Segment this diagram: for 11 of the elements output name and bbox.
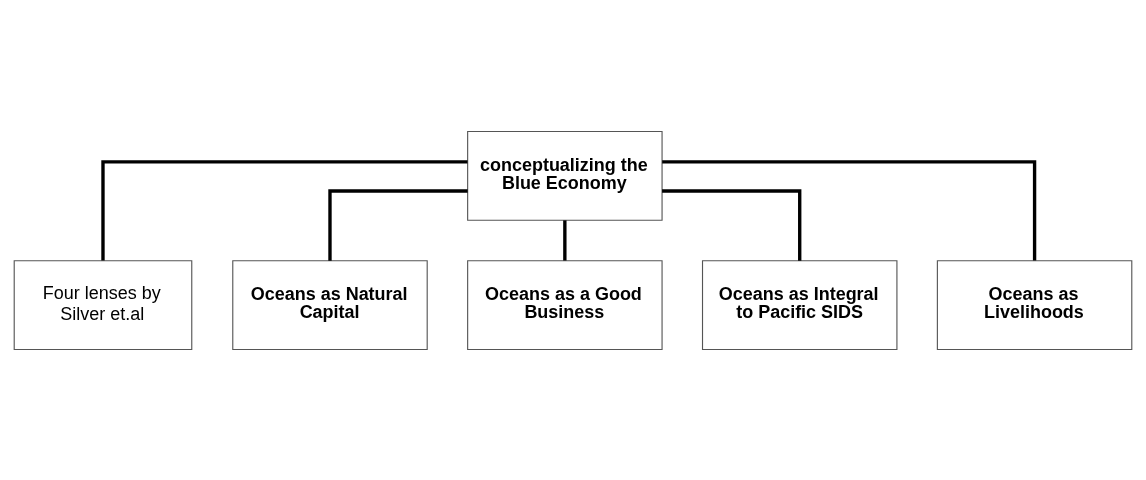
node-box: Four lenses by Silver et.al	[13, 259, 193, 350]
node-box: Oceans as Natural Capital	[232, 259, 428, 350]
connector	[662, 159, 1037, 261]
node-box: Oceans as Livelihoods	[936, 259, 1133, 350]
connector	[563, 219, 567, 261]
connector	[328, 188, 468, 261]
node-box: Oceans as a Good Business	[467, 259, 663, 350]
node-box: conceptualizing the Blue Economy	[467, 130, 663, 221]
node-box: Oceans as Integral to Pacific SIDS	[701, 259, 898, 350]
connector	[101, 159, 468, 261]
connector	[662, 188, 802, 261]
